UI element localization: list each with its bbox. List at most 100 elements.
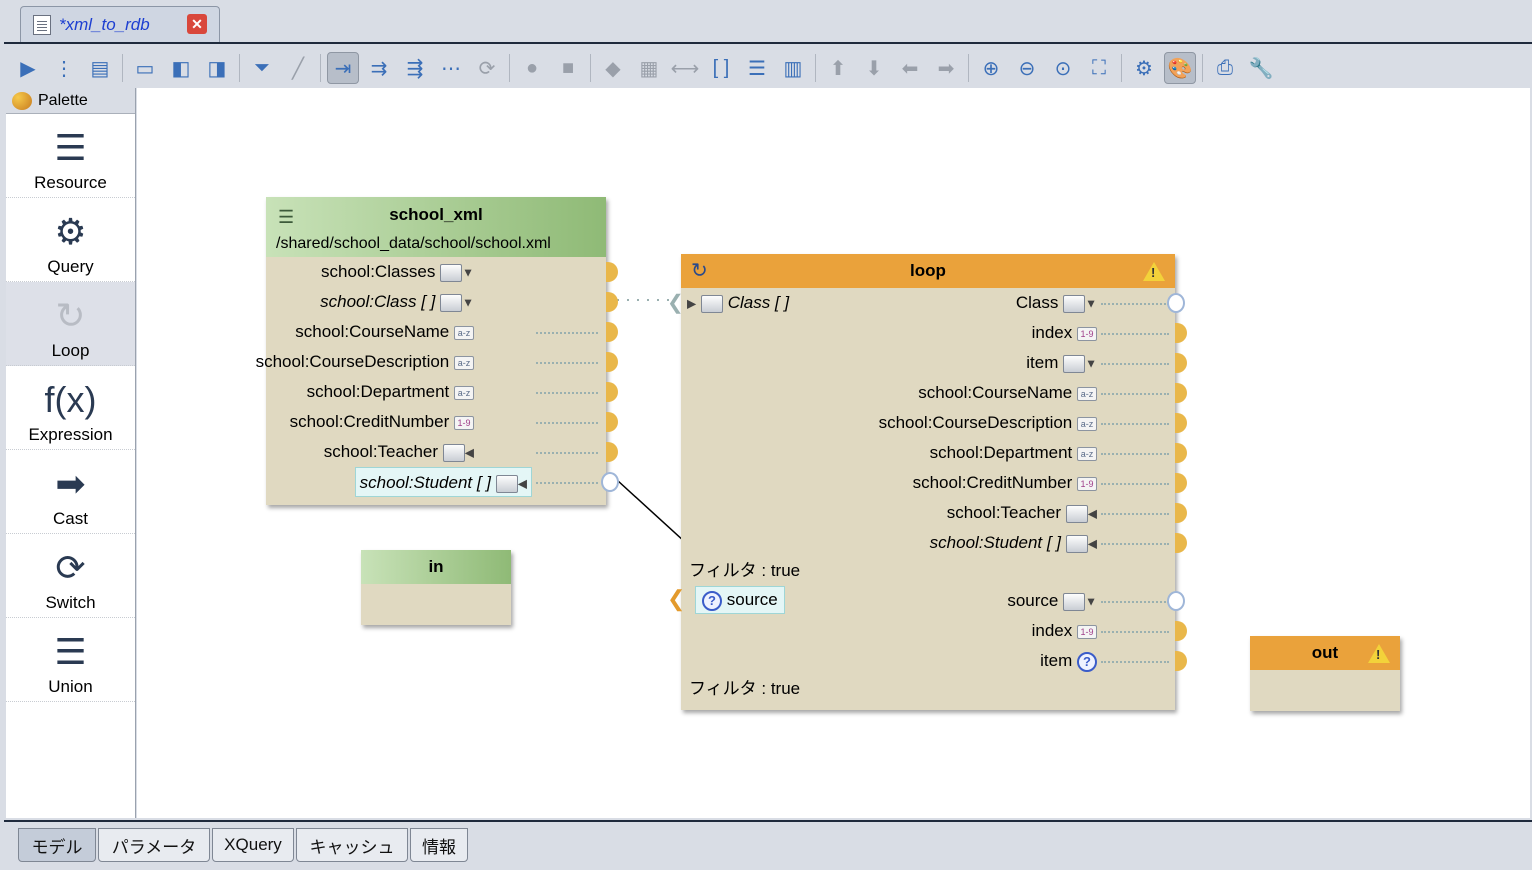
zoom-in-icon[interactable]: ⊕ xyxy=(982,57,1000,80)
editor-tab-xml-to-rdb[interactable]: *xml_to_rdb ✕ xyxy=(20,6,220,42)
model-canvas[interactable]: ☰ school_xml /shared/school_data/school/… xyxy=(137,88,1530,818)
comment-left-icon[interactable]: ◧ xyxy=(171,57,191,80)
bottom-tab-0[interactable]: モデル xyxy=(18,828,96,862)
school-xml-node[interactable]: ☰ school_xml /shared/school_data/school/… xyxy=(256,197,619,505)
refresh-icon[interactable]: ⟳ xyxy=(478,57,496,80)
tag-icon[interactable]: ◆ xyxy=(605,57,621,80)
output-port[interactable] xyxy=(1167,591,1185,611)
output-port[interactable] xyxy=(1167,293,1185,313)
bottom-tab-2[interactable]: XQuery xyxy=(212,828,294,862)
in-node[interactable]: in xyxy=(361,550,511,625)
connect-all-icon[interactable]: ⇶ xyxy=(406,57,424,80)
brackets-icon[interactable]: [ ] xyxy=(712,56,730,79)
palette-item-cast[interactable]: ➡Cast xyxy=(6,450,135,534)
connect-many-icon[interactable]: ⇉ xyxy=(370,57,388,80)
loop-field[interactable]: source ▼ xyxy=(1007,586,1097,616)
output-port[interactable] xyxy=(1175,651,1187,671)
loop-field[interactable]: school:CreditNumber 1-9 xyxy=(913,468,1097,498)
more-icon[interactable]: ⋯ xyxy=(441,57,461,80)
stop-icon[interactable]: ■ xyxy=(561,56,575,79)
zoom-out-icon[interactable]: ⊖ xyxy=(1018,57,1036,80)
dropdown-arrow-icon[interactable]: ◀ xyxy=(1087,506,1097,521)
loop-field[interactable]: school:Teacher ◀ xyxy=(947,498,1097,528)
print-icon[interactable]: ⎙ xyxy=(1217,56,1233,79)
output-port[interactable] xyxy=(1175,383,1187,403)
school-xml-field[interactable]: school:Classes ▼ xyxy=(321,257,474,287)
loop-field[interactable]: index 1-9 xyxy=(1032,616,1097,646)
loop-input-class[interactable]: ▶ Class [ ] xyxy=(687,288,789,318)
wrench-icon[interactable]: 🔧 xyxy=(1248,57,1274,80)
school-xml-field[interactable]: school:CourseName a-z xyxy=(295,317,474,347)
output-port[interactable] xyxy=(1175,323,1187,343)
loop-field[interactable]: index 1-9 xyxy=(1032,318,1097,348)
loop-filter-1[interactable]: フィルタ : true xyxy=(689,561,801,580)
palette-item-expression[interactable]: f(x)Expression xyxy=(6,366,135,450)
tree-icon[interactable]: ⋮ xyxy=(54,57,74,80)
arrow-right-icon[interactable]: ➡ xyxy=(937,57,955,80)
output-port[interactable] xyxy=(1175,533,1187,553)
output-port[interactable] xyxy=(606,262,618,282)
loop-header[interactable]: ↻ loop xyxy=(681,254,1175,288)
panel-icon[interactable]: ▥ xyxy=(783,57,803,80)
dropdown-arrow-icon[interactable]: ▼ xyxy=(1085,296,1097,311)
output-port[interactable] xyxy=(606,292,618,312)
loop-filter-2[interactable]: フィルタ : true xyxy=(689,679,801,698)
output-port[interactable] xyxy=(606,382,618,402)
output-port[interactable] xyxy=(1175,473,1187,493)
output-port[interactable] xyxy=(601,472,619,492)
dropdown-arrow-icon[interactable]: ◀ xyxy=(1087,536,1097,551)
zoom-fit-icon[interactable]: ⊙ xyxy=(1054,57,1072,80)
dropdown-arrow-icon[interactable]: ▼ xyxy=(1085,356,1097,371)
loop-source-input[interactable]: ? source xyxy=(695,586,785,614)
loop-field[interactable]: school:Department a-z xyxy=(930,438,1097,468)
comment-right-icon[interactable]: ◨ xyxy=(207,57,227,80)
palette-toggle-icon[interactable]: 🎨 xyxy=(1164,52,1196,84)
palette-item-resource[interactable]: ☰Resource xyxy=(6,114,135,198)
bottom-tab-4[interactable]: 情報 xyxy=(410,828,468,862)
loop-field[interactable]: item ▼ xyxy=(1026,348,1097,378)
output-port[interactable] xyxy=(1175,443,1187,463)
arrow-down-icon[interactable]: ⬇ xyxy=(865,57,883,80)
arrow-left-icon[interactable]: ⬅ xyxy=(901,57,919,80)
expand-arrow-icon[interactable]: ▶ xyxy=(687,296,697,311)
connect-mode-icon[interactable]: ⇥ xyxy=(327,52,359,84)
dropdown-arrow-icon[interactable]: ▼ xyxy=(462,265,474,280)
line-icon[interactable]: ╱ xyxy=(291,57,305,80)
loop-field[interactable]: school:CourseName a-z xyxy=(918,378,1097,408)
output-port[interactable] xyxy=(1175,353,1187,373)
grid-icon[interactable]: ▦ xyxy=(639,57,659,80)
loop-field[interactable]: Class ▼ xyxy=(1016,288,1097,318)
output-port[interactable] xyxy=(606,442,618,462)
dropdown-arrow-icon[interactable]: ▼ xyxy=(1085,594,1097,609)
loop-field[interactable]: school:CourseDescription a-z xyxy=(879,408,1097,438)
fit-screen-icon[interactable]: ⛶ xyxy=(1092,56,1106,79)
list-icon[interactable]: ☰ xyxy=(748,57,766,80)
school-xml-field[interactable]: school:Class [ ] ▼ xyxy=(320,287,474,317)
school-xml-field[interactable]: school:Student [ ] ◀ xyxy=(354,467,532,497)
arrow-up-icon[interactable]: ⬆ xyxy=(829,57,847,80)
record-icon[interactable]: ● xyxy=(525,56,539,79)
dropdown-arrow-icon[interactable]: ▼ xyxy=(462,295,474,310)
palette-item-query[interactable]: ⚙Query xyxy=(6,198,135,282)
school-xml-header[interactable]: ☰ school_xml /shared/school_data/school/… xyxy=(266,197,606,257)
collapse-arrow-icon[interactable]: ◀ xyxy=(464,445,474,460)
output-port[interactable] xyxy=(1175,503,1187,523)
out-header[interactable]: out xyxy=(1250,636,1400,670)
palette-item-union[interactable]: ☰Union xyxy=(6,618,135,702)
comment-icon[interactable]: ▭ xyxy=(135,57,155,80)
collapse-arrow-icon[interactable]: ◀ xyxy=(517,476,527,491)
expand-horizontal-icon[interactable]: ⟷ xyxy=(670,57,700,80)
filter-add-icon[interactable]: ⏷ xyxy=(254,56,270,79)
school-xml-field[interactable]: school:CreditNumber 1-9 xyxy=(290,407,474,437)
bottom-tab-3[interactable]: キャッシュ xyxy=(296,828,408,862)
palette-item-switch[interactable]: ⟳Switch xyxy=(6,534,135,618)
output-port[interactable] xyxy=(606,412,618,432)
loop-field[interactable]: school:Student [ ] ◀ xyxy=(930,528,1097,558)
out-node[interactable]: out xyxy=(1250,636,1400,711)
close-icon[interactable]: ✕ xyxy=(187,14,207,34)
school-xml-field[interactable]: school:CourseDescription a-z xyxy=(256,347,474,377)
palette-item-loop[interactable]: ↻Loop xyxy=(6,282,135,366)
run-icon[interactable]: ▶ xyxy=(20,57,36,80)
layout-icon[interactable]: ⚙ xyxy=(1135,57,1153,80)
loop-source-port-icon[interactable]: ❮ xyxy=(667,586,686,611)
